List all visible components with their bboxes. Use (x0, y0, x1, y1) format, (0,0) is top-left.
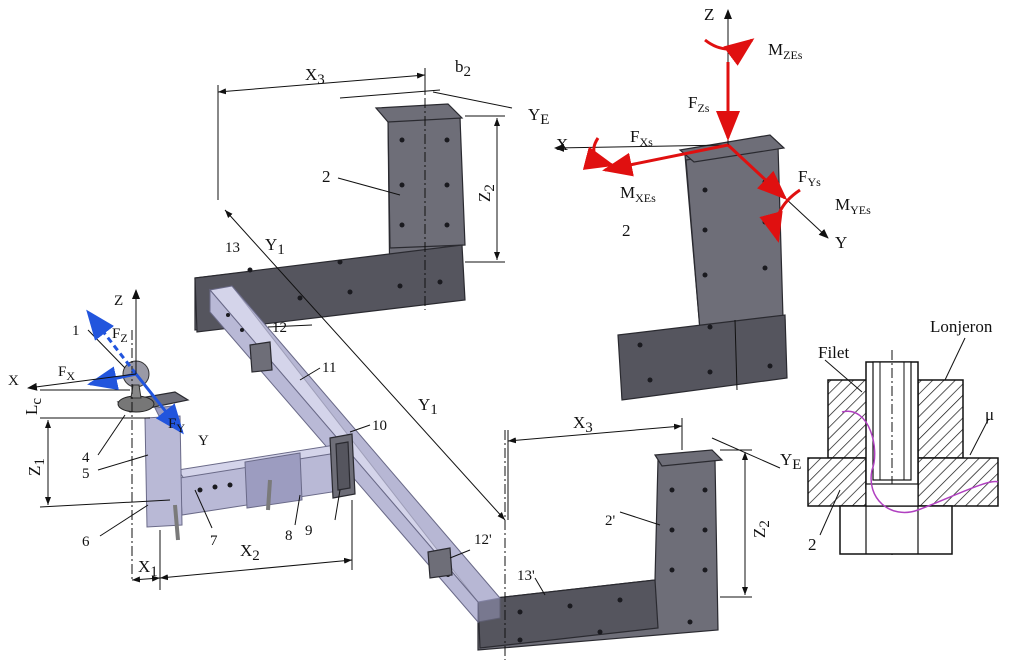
bottom-bracket (477, 449, 724, 651)
label-x3-top: X3 (305, 65, 325, 88)
label-fz-left: FZ (112, 326, 128, 345)
fz-arrow (86, 309, 138, 375)
label-part5: 5 (82, 466, 90, 482)
label-y1-top: Y1 (265, 235, 285, 258)
fx-arrow (87, 366, 137, 390)
label-part2-top: 2 (322, 167, 331, 186)
label-y1-mid: Y1 (418, 395, 438, 418)
label-mxes: MXEs (620, 183, 656, 205)
label-x1: X1 (138, 557, 158, 580)
label-part10: 10 (372, 418, 387, 434)
left-force-vectors (27, 289, 184, 435)
label-part12: 12 (272, 320, 287, 336)
label-ye-top: YE (528, 105, 549, 128)
label-part12p: 12' (474, 532, 492, 548)
label-filet: Filet (818, 343, 849, 362)
label-part7: 7 (210, 533, 218, 549)
label-part6: 6 (82, 534, 90, 550)
fy-arrow (134, 373, 184, 435)
myes-arrow (759, 188, 801, 243)
dimension-lines (39, 68, 781, 660)
mzes-arrow (704, 38, 755, 66)
label-part8: 8 (285, 528, 293, 544)
label-b2: b2 (455, 57, 471, 80)
label-fys: FYs (798, 167, 821, 189)
label-z2-top: Z2 (475, 184, 498, 202)
label-part9: 9 (305, 523, 313, 539)
label-axis-z-left: Z (114, 293, 123, 309)
label-part13p: 13' (517, 568, 535, 584)
mxes-arrow (582, 137, 615, 170)
label-lc: Lc (22, 398, 45, 415)
label-axis-x-right: X (556, 135, 568, 154)
labels: X3 b2 YE Z2 2 Y1 13 12 11 Y1 10 9 8 7 6 … (8, 5, 994, 584)
label-axis-y-right: Y (835, 233, 847, 252)
label-part2-right: 2 (622, 221, 631, 240)
label-z1: Z1 (25, 458, 48, 476)
label-part1: 1 (72, 323, 80, 339)
label-part11: 11 (322, 360, 336, 376)
label-fzs: FZs (688, 93, 710, 115)
label-part2p: 2' (605, 513, 616, 529)
bolt-detail (807, 337, 999, 555)
label-mu: μ (985, 405, 994, 424)
fxs-arrow (602, 143, 729, 177)
label-ye-bot: YE (780, 450, 801, 473)
label-fy-left: FY (168, 416, 185, 435)
label-z2-bot: Z2 (750, 520, 773, 538)
right-bracket-view (617, 134, 788, 401)
label-part13: 13 (225, 240, 240, 256)
label-axis-x-left: X (8, 373, 19, 389)
label-x3-bot: X3 (573, 413, 593, 436)
label-axis-z-right: Z (704, 5, 714, 24)
label-x2: X2 (240, 541, 260, 564)
label-mzes: MZEs (768, 40, 803, 62)
label-axis-y-left: Y (198, 433, 209, 449)
label-part2-detail: 2 (808, 535, 817, 554)
hitch-post (116, 360, 190, 541)
label-myes: MYEs (835, 195, 871, 217)
label-part4: 4 (82, 450, 90, 466)
right-force-vectors (554, 9, 829, 243)
main-beam (209, 285, 501, 624)
label-fx-left: FX (58, 364, 75, 383)
fys-arrow (726, 143, 788, 201)
label-fxs: FXs (630, 127, 653, 149)
label-lonjeron: Lonjeron (930, 317, 993, 336)
